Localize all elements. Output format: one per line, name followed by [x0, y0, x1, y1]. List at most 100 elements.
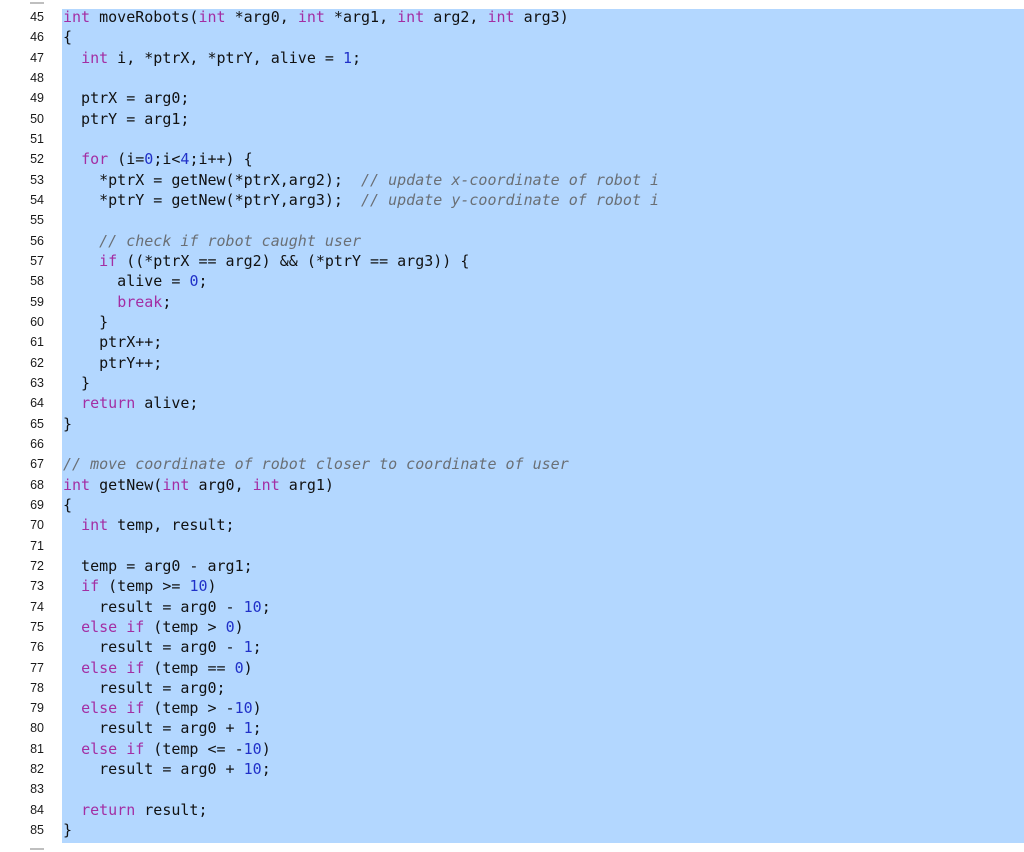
code-line[interactable]: 63 }	[0, 373, 1024, 393]
line-number: 71	[30, 538, 44, 553]
code-line[interactable]: 46{	[0, 27, 1024, 47]
number-token: 0	[144, 150, 154, 169]
code-line[interactable]: 57 if ((*ptrX == arg2) && (*ptrY == arg3…	[0, 251, 1024, 271]
code-line[interactable]: 55	[0, 210, 1024, 230]
code-line[interactable]: 84 return result;	[0, 800, 1024, 820]
code-line[interactable]: 50 ptrY = arg1;	[0, 109, 1024, 129]
code-token: )	[261, 739, 271, 758]
code-token	[63, 618, 81, 636]
code-token: result = arg0;	[63, 678, 226, 697]
code-line[interactable]: 58 alive = 0;	[0, 271, 1024, 291]
line-number: 70	[30, 518, 44, 533]
code-line[interactable]: 79 else if (temp > -10)	[0, 698, 1024, 718]
number-token: 10	[189, 577, 208, 596]
code-line[interactable]: 80 result = arg0 + 1;	[0, 718, 1024, 738]
code-line[interactable]: 70 int temp, result;	[0, 515, 1024, 535]
line-number: 85	[30, 823, 44, 838]
clipped-line-number-bottom	[30, 848, 44, 850]
clipped-line-number-top	[30, 2, 44, 4]
code-token: (temp ==	[144, 658, 235, 677]
line-number: 59	[30, 294, 44, 309]
code-line[interactable]: 61 ptrX++;	[0, 332, 1024, 352]
code-line[interactable]: 56 // check if robot caught user	[0, 231, 1024, 251]
code-line[interactable]: 76 result = arg0 - 1;	[0, 637, 1024, 657]
line-number: 65	[30, 416, 44, 431]
code-line[interactable]: 64 return alive;	[0, 393, 1024, 413]
code-line[interactable]: 51	[0, 129, 1024, 149]
code-line[interactable]: 74 result = arg0 - 10;	[0, 597, 1024, 617]
code-token: ptrX = arg0;	[63, 89, 190, 108]
code-line[interactable]: 69{	[0, 495, 1024, 515]
line-number: 53	[30, 172, 44, 187]
code-token: ((*ptrX == arg2) && (*ptrY == arg3)) {	[117, 251, 470, 270]
code-line[interactable]: 49 ptrX = arg0;	[0, 88, 1024, 108]
code-text: result = arg0;	[63, 678, 226, 698]
code-line[interactable]: 81 else if (temp <= -10)	[0, 739, 1024, 759]
code-token: ;i++) {	[189, 150, 253, 169]
code-text: *ptrX = getNew(*ptrX,arg2); // update x-…	[63, 171, 659, 190]
code-token: ;	[162, 292, 172, 311]
keyword-token: int	[162, 475, 190, 494]
code-line[interactable]: 48	[0, 68, 1024, 88]
keyword-token: int	[487, 8, 515, 26]
code-text: if ((*ptrX == arg2) && (*ptrY == arg3)) …	[63, 252, 469, 271]
code-token: ptrY = arg1;	[63, 109, 190, 128]
code-line[interactable]: 71	[0, 536, 1024, 556]
code-token: )	[243, 658, 253, 677]
code-token	[63, 699, 81, 717]
code-line[interactable]: 66	[0, 434, 1024, 454]
code-line[interactable]: 65}	[0, 414, 1024, 434]
code-text: for (i=0;i<4;i++) {	[63, 150, 253, 169]
code-line[interactable]: 53 *ptrX = getNew(*ptrX,arg2); // update…	[0, 170, 1024, 190]
line-number: 64	[30, 396, 44, 411]
code-text: *ptrY = getNew(*ptrY,arg3); // update y-…	[63, 191, 659, 210]
keyword-token: else if	[81, 658, 145, 677]
code-token	[63, 740, 81, 758]
line-number: 80	[30, 721, 44, 736]
code-line[interactable]: 85}	[0, 820, 1024, 840]
code-line[interactable]: 54 *ptrY = getNew(*ptrY,arg3); // update…	[0, 190, 1024, 210]
code-line[interactable]: 67// move coordinate of robot closer to …	[0, 454, 1024, 474]
code-token: ;	[261, 597, 271, 616]
code-text: int temp, result;	[63, 516, 235, 535]
code-line[interactable]: 47 int i, *ptrX, *ptrY, alive = 1;	[0, 48, 1024, 68]
code-line[interactable]: 78 result = arg0;	[0, 678, 1024, 698]
code-token: result = arg0 -	[63, 638, 244, 657]
code-text: }	[63, 821, 72, 840]
keyword-token: else if	[81, 699, 145, 718]
line-number: 63	[30, 375, 44, 390]
line-number: 49	[30, 91, 44, 106]
code-token: alive =	[63, 272, 190, 291]
code-token: )	[207, 577, 217, 596]
code-text: return alive;	[63, 394, 198, 413]
line-number: 83	[30, 782, 44, 797]
code-token: arg2,	[424, 8, 488, 26]
code-line[interactable]: 75 else if (temp > 0)	[0, 617, 1024, 637]
number-token: 1	[243, 719, 253, 738]
code-token	[63, 577, 81, 595]
keyword-token: int	[63, 475, 91, 494]
code-line[interactable]: 60 }	[0, 312, 1024, 332]
code-token: result = arg0 -	[63, 597, 244, 616]
code-line[interactable]: 73 if (temp >= 10)	[0, 576, 1024, 596]
keyword-token: else if	[81, 739, 145, 758]
keyword-token: else if	[81, 617, 145, 636]
code-line[interactable]: 77 else if (temp == 0)	[0, 658, 1024, 678]
keyword-token: break	[117, 292, 163, 311]
code-token: temp = arg0 - arg1;	[63, 556, 253, 575]
code-line[interactable]: 59 break;	[0, 292, 1024, 312]
code-token: temp, result;	[108, 516, 235, 535]
code-line[interactable]: 82 result = arg0 + 10;	[0, 759, 1024, 779]
code-line[interactable]: 52 for (i=0;i<4;i++) {	[0, 149, 1024, 169]
code-line[interactable]: 62 ptrY++;	[0, 353, 1024, 373]
code-line[interactable]: 72 temp = arg0 - arg1;	[0, 556, 1024, 576]
code-token: result;	[135, 800, 208, 819]
code-text: result = arg0 - 1;	[63, 638, 262, 657]
number-token: 0	[225, 617, 235, 636]
code-line[interactable]: 83	[0, 779, 1024, 799]
code-text: }	[63, 374, 90, 393]
